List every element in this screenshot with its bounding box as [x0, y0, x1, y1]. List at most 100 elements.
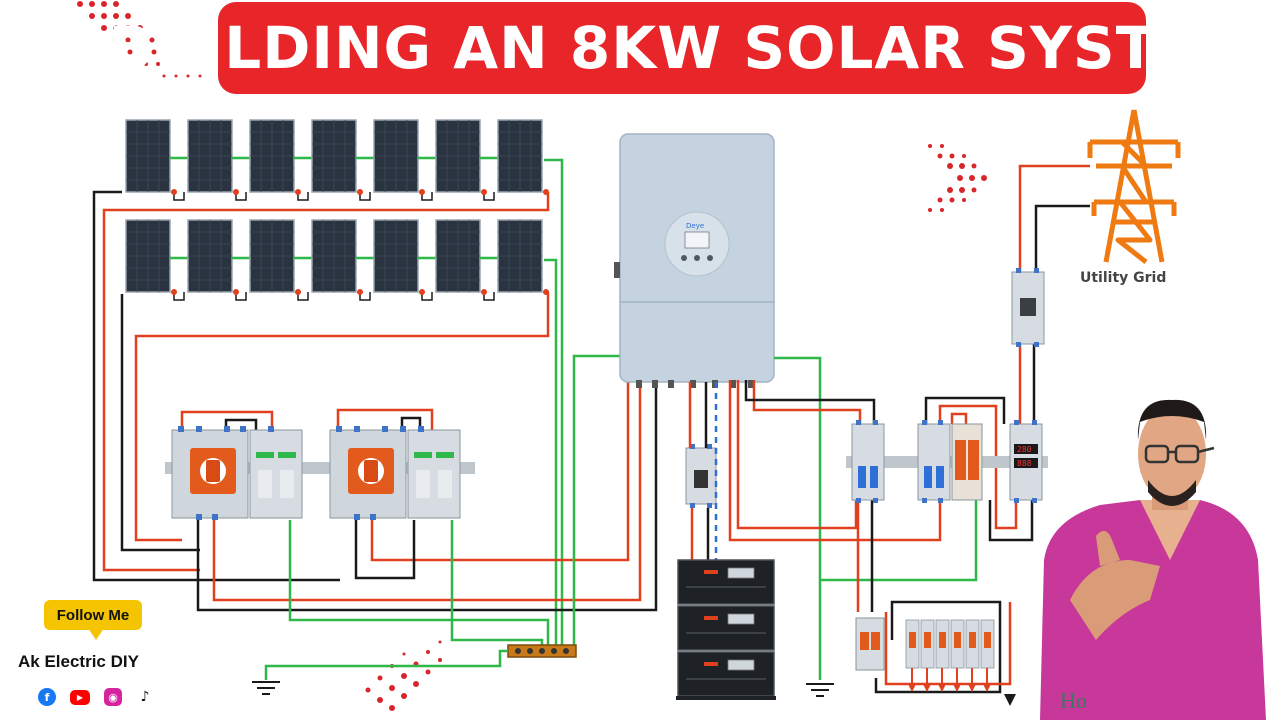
dot-pattern-bottom — [365, 640, 442, 711]
panel-terminal — [233, 289, 239, 295]
wire-red-row1 — [102, 192, 550, 572]
channel-name: Ak Electric DIY — [18, 652, 139, 671]
panel-series-link — [359, 292, 371, 301]
follow-badge-tail — [88, 628, 104, 640]
terminal-dots — [856, 420, 1037, 503]
panel-series-link — [173, 292, 185, 301]
panel-series-link — [421, 292, 433, 301]
follow-me-badge[interactable]: Follow Me — [44, 600, 142, 630]
solar-panel — [373, 219, 436, 301]
output-arrow — [983, 684, 991, 692]
utility-grid-label: Utility Grid — [1080, 270, 1167, 286]
dot-arrow-right — [928, 144, 987, 212]
panel-series-link — [483, 292, 495, 301]
solar-panel — [435, 119, 498, 201]
solar-panel — [187, 219, 250, 301]
battery-base — [676, 696, 776, 700]
panel-terminal — [481, 189, 487, 195]
ground-symbol-left — [252, 681, 280, 695]
page-title: BUILDING AN 8KW SOLAR SYSTEM — [108, 14, 1256, 82]
dot-pattern-top-left — [77, 1, 202, 78]
panel-terminal — [295, 189, 301, 195]
meter-reading-top: 280 — [1017, 445, 1032, 454]
battery-stack — [676, 559, 776, 700]
battery-dc-breaker — [685, 444, 717, 508]
solar-panel — [373, 119, 436, 201]
panel-series-link — [173, 192, 185, 201]
wire-green-earth-row2 — [544, 258, 558, 650]
output-arrow — [953, 684, 961, 692]
isolator-terminals — [178, 426, 424, 520]
ac-breaker-grid-in — [917, 423, 951, 501]
wire-red-dc2 — [370, 380, 630, 562]
panel-terminal — [171, 289, 177, 295]
wire-red-dc1 — [212, 380, 642, 602]
solar-panel — [435, 219, 498, 301]
output-breaker — [920, 619, 935, 692]
solar-panel — [249, 219, 312, 301]
solar-panel — [311, 119, 374, 201]
tiktok-icon[interactable]: ♪ — [136, 688, 154, 706]
output-breaker — [905, 619, 920, 692]
watermark-text: Ho — [1060, 688, 1087, 713]
earth-bus-bar — [264, 644, 577, 680]
surge-protector — [951, 423, 983, 501]
dc-isolator-2 — [329, 429, 461, 519]
ac-breaker-panel: 280 888 — [846, 420, 1048, 503]
grid-main-breaker — [1011, 268, 1045, 347]
panel-series-link — [235, 192, 247, 201]
hybrid-inverter: Deye — [614, 133, 775, 388]
title-banner: BUILDING AN 8KW SOLAR SYSTEM — [108, 2, 1255, 94]
panel-terminal — [419, 189, 425, 195]
output-breaker — [965, 619, 980, 692]
output-arrow — [923, 684, 931, 692]
panel-terminal — [171, 189, 177, 195]
wire-black-row1 — [92, 190, 340, 582]
social-icons: f ▶ ◉ ♪ — [38, 688, 154, 706]
panel-series-link — [297, 192, 309, 201]
solar-panel — [311, 219, 374, 301]
inverter-brand: Deye — [686, 222, 704, 230]
panel-terminal — [233, 189, 239, 195]
solar-panel — [125, 119, 188, 201]
panel-series-link — [421, 192, 433, 201]
solar-panel — [125, 219, 188, 301]
solar-panel — [249, 119, 312, 201]
panel-series-link — [359, 192, 371, 201]
output-breaker — [980, 619, 995, 692]
wire-black-dc1 — [196, 380, 658, 612]
solar-panel — [497, 119, 549, 195]
output-arrow — [968, 684, 976, 692]
wire-red-row2 — [134, 292, 550, 542]
battery-module — [677, 605, 775, 651]
output-breaker — [950, 619, 965, 692]
wire-black-row2 — [120, 294, 200, 552]
ac-breaker-inverter-out — [851, 423, 885, 501]
solar-panel — [497, 219, 549, 295]
panel-terminal — [295, 289, 301, 295]
panel-series-link — [297, 292, 309, 301]
battery-wiring — [688, 382, 718, 560]
facebook-icon[interactable]: f — [38, 688, 56, 706]
presenter-photo — [1040, 399, 1266, 720]
wire-green-dc2 — [450, 520, 544, 650]
utility-grid-tower-icon — [1087, 109, 1181, 264]
output-arrow — [908, 684, 916, 692]
youtube-icon[interactable]: ▶ — [70, 690, 90, 705]
panel-terminal — [481, 289, 487, 295]
output-breakers — [905, 619, 995, 692]
battery-module — [677, 559, 775, 605]
solar-panel-array — [125, 119, 549, 301]
panel-series-link — [235, 292, 247, 301]
wire-green-inverter — [572, 354, 620, 650]
instagram-icon[interactable]: ◉ — [104, 688, 122, 706]
panel-terminal — [419, 289, 425, 295]
voltage-protector: 280 888 — [1009, 423, 1043, 501]
dc-wiring — [92, 158, 658, 650]
output-arrow — [938, 684, 946, 692]
panel-series-link — [483, 192, 495, 201]
solar-panel — [187, 119, 250, 201]
panel-terminal — [357, 289, 363, 295]
wire-green-earth-row1 — [544, 158, 564, 650]
